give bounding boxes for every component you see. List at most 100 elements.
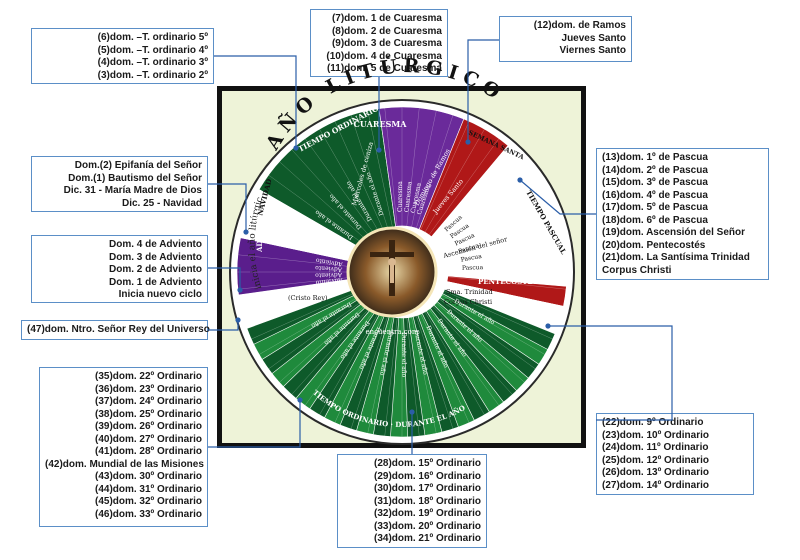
callout-line: Dic. 25 - Navidad [121, 197, 202, 209]
wheel-label-adviento-item: Adviento [315, 256, 344, 267]
spoke [445, 285, 560, 324]
spoke [319, 311, 380, 416]
spoke [304, 309, 376, 406]
wheel-label-cuaresma-item: Cuaresma [403, 181, 413, 213]
callout-line: (41)dom. 28º Ordinario [94, 446, 202, 457]
callout-line: (16)dom. 4º de Pascua [602, 189, 708, 201]
callout-line: (3)dom. –T. ordinario 2º [97, 69, 208, 81]
callout-line: (4)dom. –T. ordinario 3º [97, 57, 208, 68]
callout-line: Jueves Santo [561, 32, 626, 44]
wheel-label-adviento-item: Adviento [315, 276, 344, 286]
spoke [415, 114, 454, 229]
callout-line: (44)dom. 31º Ordinario [94, 483, 202, 495]
spoke [240, 237, 358, 263]
callout-line: (33)dom. 20º Ordinario [373, 520, 481, 532]
connector-arrow [293, 145, 299, 151]
spoke [443, 290, 553, 340]
callout-cristo-rey: (47)dom. Ntro. Señor Rey del Universo [21, 320, 210, 340]
callout-line: (20)dom. Pentecostés [602, 239, 706, 251]
wedge-stripe [442, 288, 556, 350]
callout-line: (29)dom. 16º Ordinario [373, 470, 481, 482]
spoke [334, 121, 384, 231]
callout-ramos: (12)dom. de Ramos Jueves Santo Viernes S… [499, 16, 632, 62]
callout-line: (5)dom. –T. ordinario 4º [97, 44, 208, 56]
callout-line: (19)dom. Ascensión del Señor [602, 227, 745, 238]
wheel-label-pascua-item: Pascua [462, 264, 484, 272]
callout-line: (36)dom. 23º Ordinario [94, 383, 202, 395]
callout-line: Dom. 2 de Adviento [109, 264, 202, 275]
callout-line: (21)dom. La Santísima Trinidad [602, 252, 750, 263]
spoke [439, 298, 536, 370]
spoke [237, 276, 357, 290]
connector-line [208, 320, 239, 331]
callout-line: Corpus Christi [602, 264, 672, 276]
crucifix-icon [370, 240, 414, 296]
callout-line: (23)dom. 10º Ordinario [602, 429, 710, 441]
callout-line: (18)dom. 6º de Pascua [602, 214, 708, 226]
spoke [411, 110, 437, 228]
connector-line [214, 55, 297, 148]
callout-line: (46)dom. 33º Ordinario [94, 508, 202, 520]
wedge-stripe [429, 304, 518, 403]
callout-line: (8)dom. 2 de Cuaresma [331, 25, 442, 37]
callout-line: (39)dom. 26º Ordinario [94, 421, 202, 432]
wedge-stripe [436, 297, 540, 379]
connector-line [467, 39, 499, 142]
connector-arrow [297, 397, 303, 403]
spoke [279, 302, 368, 383]
callout-line: (7)dom. 1 de Cuaresma [331, 13, 442, 24]
spoke [367, 316, 393, 434]
spoke [240, 281, 358, 307]
spoke [432, 306, 513, 395]
connector-arrow [376, 147, 382, 153]
wheel-label-adviento-item: Adviento [315, 264, 344, 273]
wheel-label-adviento-item: Adviento [315, 271, 343, 278]
wheel-label-pascua-item: Pascua [460, 253, 483, 264]
connector-arrow [237, 287, 243, 293]
connector-line [548, 325, 673, 421]
callout-cuaresma: (7)dom. 1 de Cuaresma (8)dom. 2 de Cuare… [310, 9, 448, 77]
wedge-stripe [403, 317, 426, 438]
callout-line: (22)dom. 9º Ordinario [602, 417, 704, 428]
spoke [334, 313, 384, 423]
connector-lines [208, 39, 673, 454]
callout-line: (15)dom. 3º de Pascua [602, 177, 708, 188]
callout-line: Dom.(2) Epifanía del Señor [74, 160, 202, 171]
spoke [415, 315, 454, 430]
spoke [411, 316, 437, 434]
connector-arrow [235, 317, 241, 323]
callout-line: (25)dom. 12º Ordinario [602, 454, 710, 466]
wedge-stripe [412, 314, 459, 433]
center-label: encuentra.com [365, 328, 418, 336]
callout-line: (47)dom. Ntro. Señor Rey del Universo [27, 324, 210, 335]
spoke [258, 189, 363, 250]
wheel-label-durante: Durante el año [400, 332, 407, 378]
spoke [443, 204, 553, 254]
callout-line: (31)dom. 18º Ordinario [373, 495, 481, 507]
callout-line: (6)dom. –T. ordinario 5º [97, 32, 208, 43]
spoke [367, 110, 393, 228]
callout-line: (30)dom. 17º Ordinario [373, 483, 481, 494]
callout-line: (14)dom. 2º de Pascua [602, 164, 708, 176]
spoke [420, 121, 470, 231]
spoke [319, 128, 380, 233]
season-label-adviento: ADVIENTO [255, 209, 264, 253]
callout-line: (40)dom. 27º Ordinario [94, 433, 202, 445]
connector-line [208, 267, 241, 290]
spoke [446, 281, 564, 307]
callout-tiempo-ordinario-late: (35)dom. 22º Ordinario (36)dom. 23º Ordi… [39, 367, 208, 527]
spoke [445, 220, 560, 259]
wheel-label-cuaresma-item: Cuaresma [397, 181, 404, 212]
callout-line: (10)dom. 4 de Cuaresma [326, 50, 442, 62]
callout-adviento: Dom. 4 de Adviento Dom. 3 de Adviento Do… [31, 235, 208, 303]
callout-pascua: (13)dom. 1º de Pascua (14)dom. 2º de Pas… [596, 148, 769, 280]
spoke [258, 294, 363, 355]
season-label-cuaresma: CUARESMA [354, 119, 408, 129]
spoke [244, 220, 359, 259]
spoke [237, 254, 357, 268]
callout-line: (32)dom. 19º Ordinario [373, 508, 481, 519]
callout-line: (12)dom. de Ramos [533, 20, 626, 31]
spoke [350, 315, 389, 430]
callout-navidad: Dom.(2) Epifanía del Señor Dom.(1) Bauti… [31, 156, 208, 212]
